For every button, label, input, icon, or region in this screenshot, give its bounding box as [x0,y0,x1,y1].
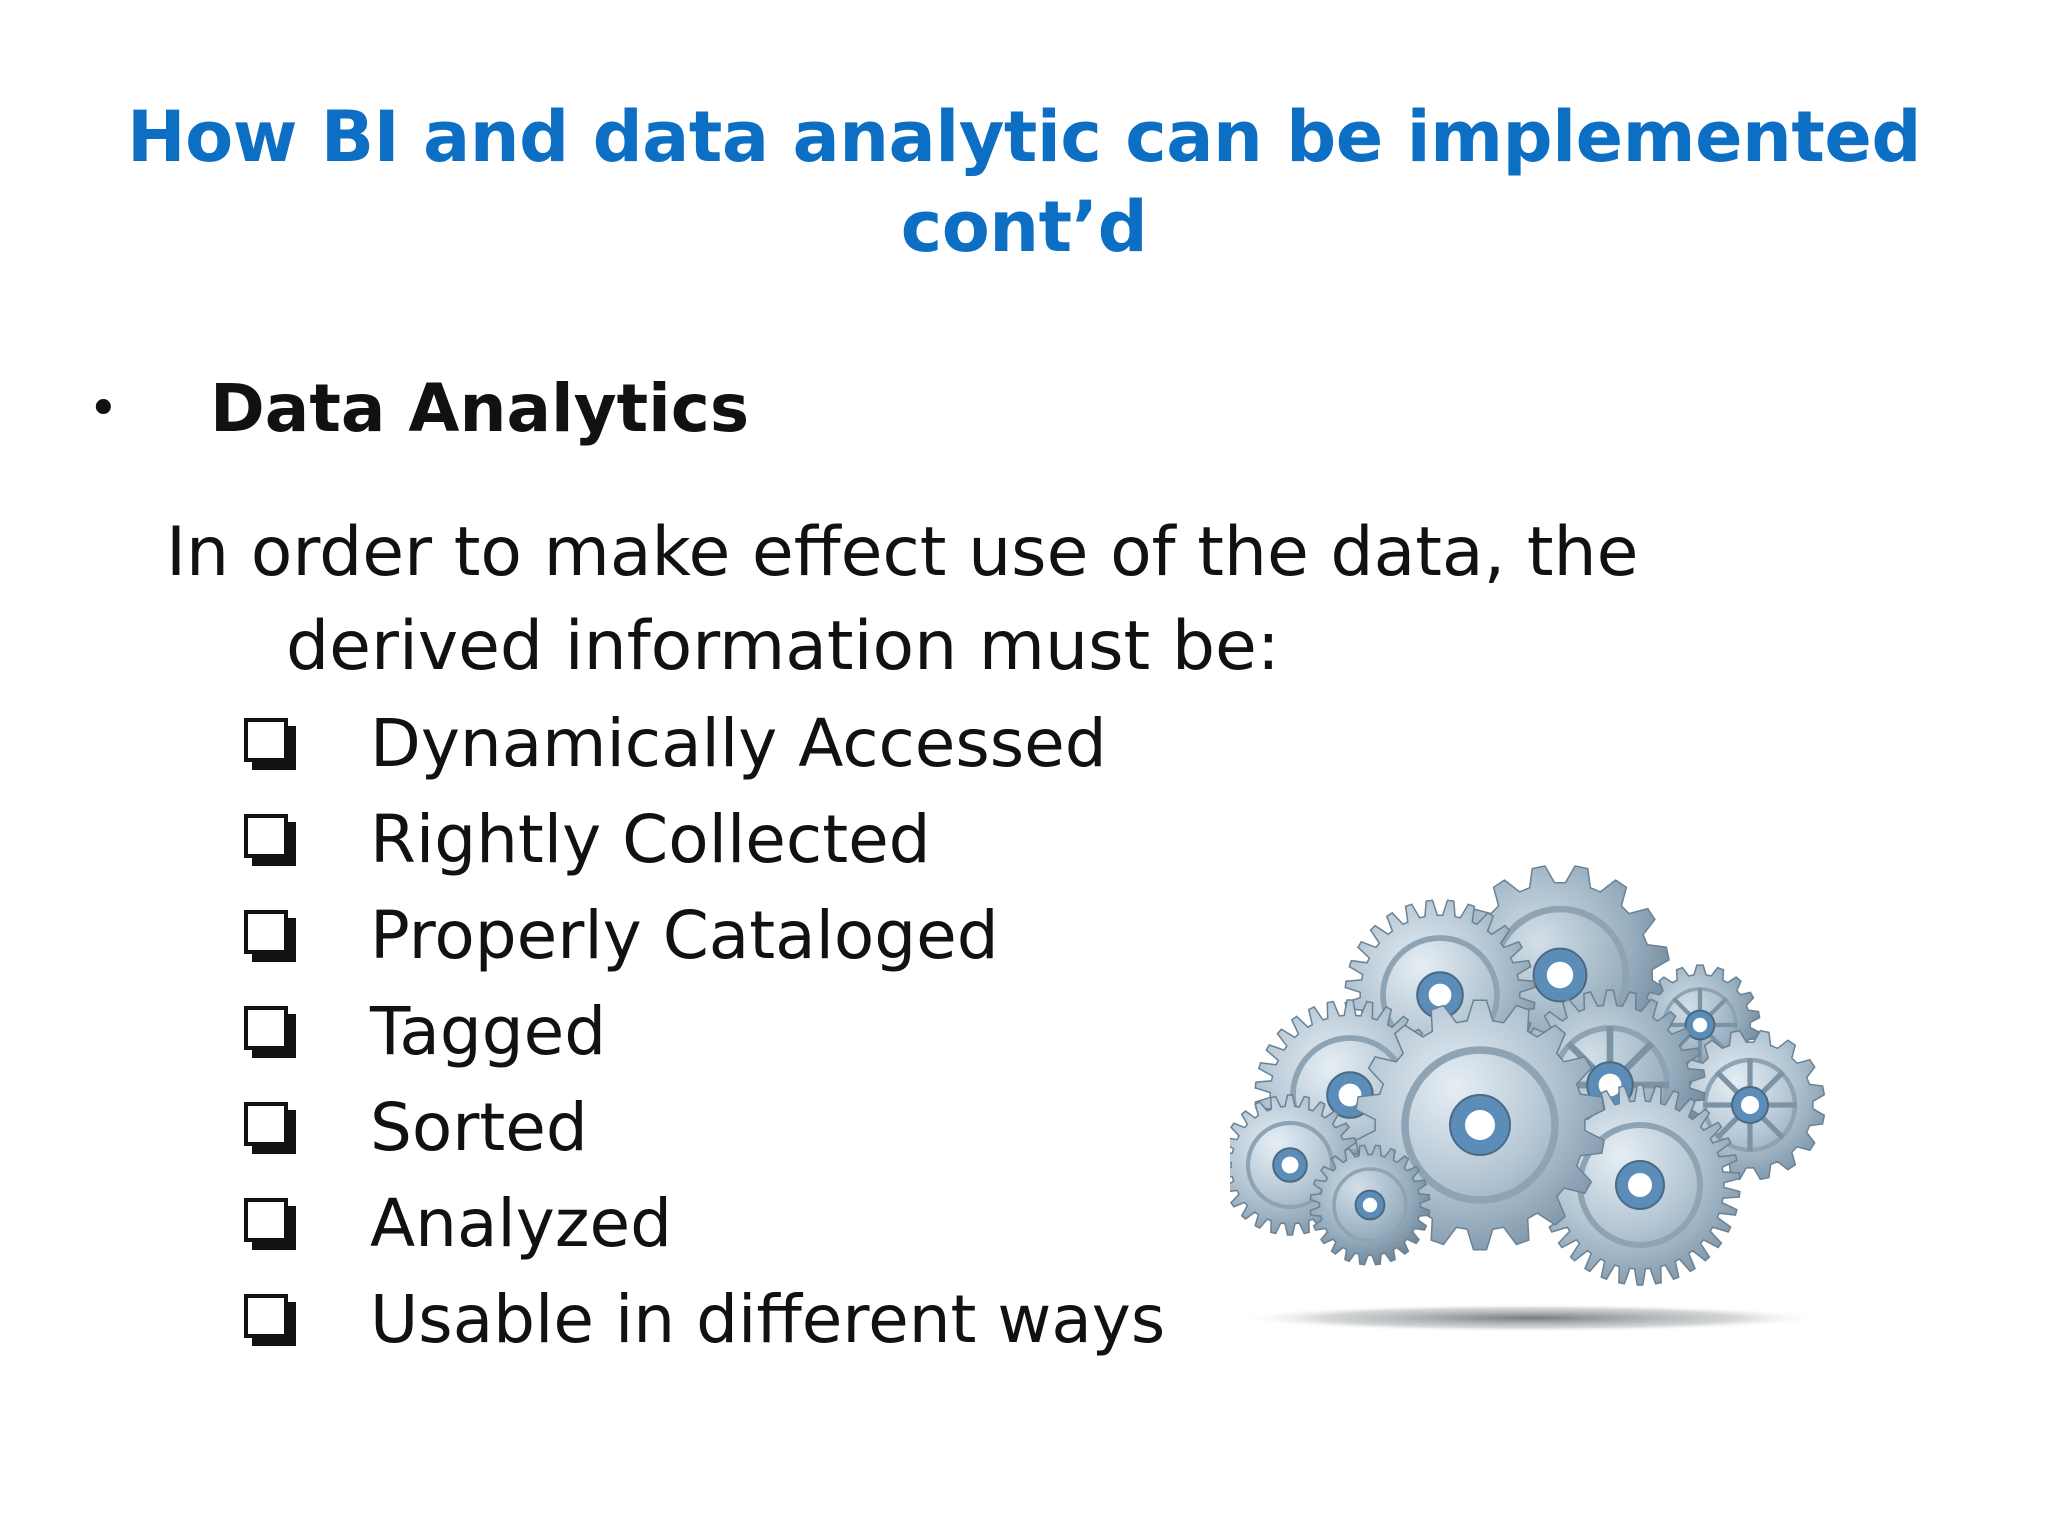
gears-cloud-icon [1230,865,1826,1332]
checklist-item-label: Usable in different ways [370,1281,1166,1358]
intro-text-line-2: derived information must be: [286,607,1280,686]
bullet-heading: Data Analytics [210,370,750,447]
checklist-item-label: Properly Cataloged [370,897,999,974]
intro-text-line-1: In order to make effect use of the data,… [166,513,1639,592]
checklist-item: Tagged [244,984,1165,1080]
gears-group [1230,865,1826,1286]
checklist-item: Analyzed [244,1176,1165,1272]
gear-shape [1309,1144,1431,1266]
checkbox-icon [244,814,296,866]
checklist-item-label: Tagged [370,993,607,1070]
checkbox-icon [244,910,296,962]
checklist-item-label: Analyzed [370,1185,672,1262]
checkbox-icon [244,1294,296,1346]
gears-shadow [1235,1304,1825,1332]
checkbox-icon [244,718,296,770]
checklist-item: Usable in different ways [244,1272,1165,1368]
bullet-data-analytics: • Data Analytics [88,364,749,454]
checklist-item-label: Dynamically Accessed [370,705,1107,782]
checklist-item-label: Rightly Collected [370,801,931,878]
checklist-item: Dynamically Accessed [244,696,1165,792]
checklist-item: Rightly Collected [244,792,1165,888]
checklist-item: Properly Cataloged [244,888,1165,984]
checklist: Dynamically Accessed Rightly Collected P… [244,696,1165,1368]
checkbox-icon [244,1102,296,1154]
checklist-item: Sorted [244,1080,1165,1176]
bullet-dot-icon: • [88,379,119,439]
checkbox-icon [244,1006,296,1058]
slide-title: How BI and data analytic can be implemen… [127,96,1921,268]
checkbox-icon [244,1198,296,1250]
checklist-item-label: Sorted [370,1089,588,1166]
